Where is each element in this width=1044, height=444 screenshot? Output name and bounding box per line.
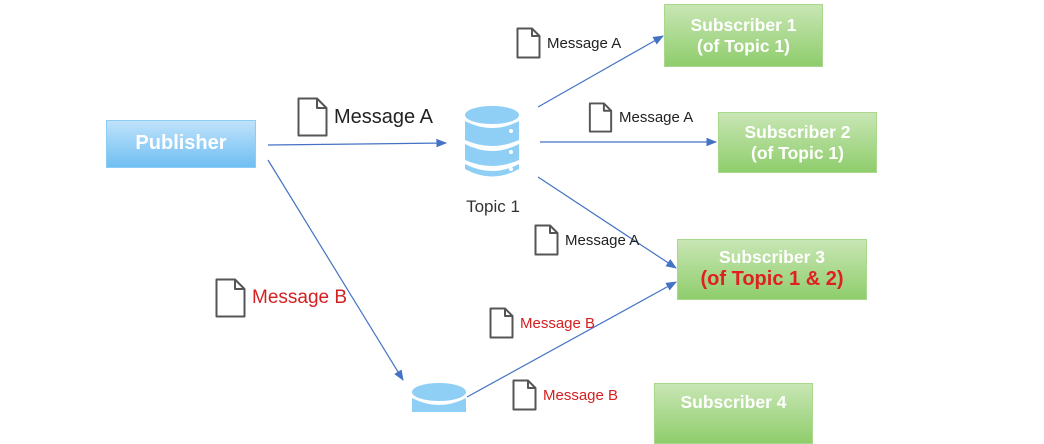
subscriber-name: Subscriber 3	[718, 247, 826, 268]
document-icon	[512, 379, 537, 411]
arrow-publisher-topic2	[267, 159, 404, 381]
arrow-topic2-subscriber3	[466, 281, 677, 398]
message-a-text: Message A	[547, 34, 622, 52]
document-icon	[489, 307, 514, 339]
publisher-label: Publisher	[135, 132, 227, 155]
subscriber-4-node: Subscriber 4	[654, 383, 813, 444]
message-label: Message B	[489, 307, 595, 339]
document-icon	[215, 278, 246, 318]
message-b-text: Message B	[543, 386, 619, 404]
message-b-text: Message B	[252, 287, 348, 308]
database-icon	[465, 106, 519, 177]
message-label: Message B	[512, 379, 618, 411]
subscriber-name: Subscriber 1	[690, 14, 797, 35]
message-label: Message A	[534, 224, 639, 256]
arrow-topic1-subscriber1	[537, 35, 664, 108]
document-icon	[588, 102, 613, 133]
message-label: Message A	[516, 27, 621, 59]
topic1-label: Topic 1	[466, 197, 520, 216]
message-b-text: Message B	[520, 314, 596, 332]
subscriber-1-node: Subscriber 1 (of Topic 1)	[664, 4, 823, 67]
subscriber-2-node: Subscriber 2 (of Topic 1)	[718, 112, 877, 173]
subscriber-scope: (of Topic 1 & 2)	[700, 268, 844, 291]
subscriber-scope: (of Topic 1)	[751, 142, 844, 163]
message-label: Message B	[215, 278, 347, 318]
subscriber-name: Subscriber 4	[680, 392, 787, 412]
subscriber-scope: (of Topic 1)	[697, 35, 790, 56]
message-a-text: Message A	[565, 231, 640, 249]
publisher-node: Publisher	[106, 120, 256, 168]
connector-layer	[267, 35, 718, 398]
subscriber-name: Subscriber 2	[744, 121, 851, 142]
message-a-text: Message A	[619, 109, 694, 126]
message-label: Message A	[588, 102, 693, 133]
document-icon	[534, 224, 559, 256]
message-label: Message A	[297, 97, 433, 137]
database-icon	[412, 383, 466, 412]
message-a-text: Message A	[334, 105, 433, 128]
pubsub-diagram: Publisher Topic 1 Subscriber 1 (of Topic…	[106, 4, 877, 444]
document-icon	[297, 97, 328, 137]
arrow-publisher-topic1	[267, 138, 448, 148]
arrow-topic1-subscriber3	[537, 176, 677, 269]
subscriber-3-node: Subscriber 3 (of Topic 1 & 2)	[677, 239, 867, 300]
document-icon	[516, 27, 541, 59]
